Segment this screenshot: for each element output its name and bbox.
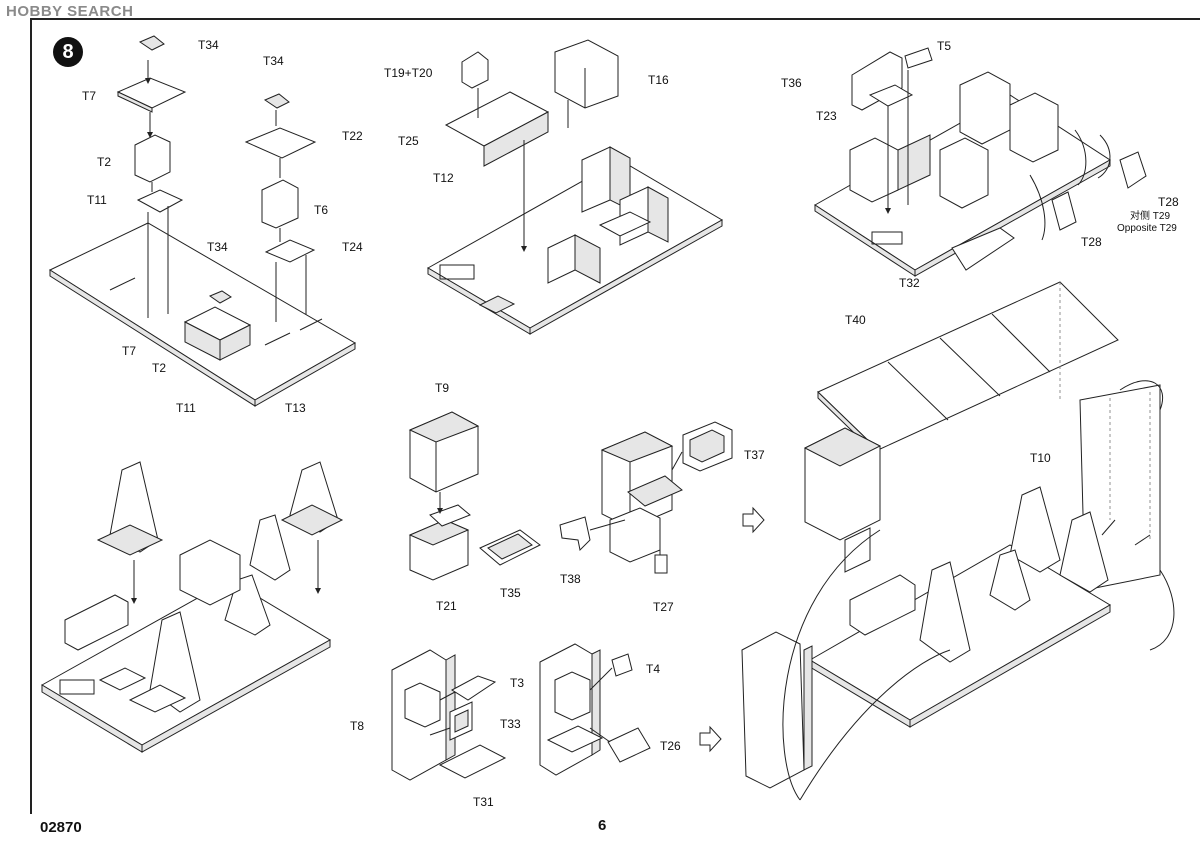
label-t24: T24 <box>342 240 363 254</box>
panel-console-t9-t21 <box>408 411 541 581</box>
label-t6: T6 <box>314 203 329 217</box>
part-t28-a <box>1119 151 1147 189</box>
seat-shell-final-1 <box>919 561 971 663</box>
part-t2-a <box>134 134 171 183</box>
label-t26: T26 <box>660 739 681 753</box>
label-t11-b: T11 <box>176 401 196 415</box>
seat-shell-final-3 <box>1059 511 1109 593</box>
label-t22: T22 <box>342 129 363 143</box>
flow-arrow-icon <box>742 506 765 534</box>
label-t28-b: T28 <box>1081 235 1102 249</box>
panel-completed-interior-left <box>41 461 344 753</box>
part-t28-b <box>1051 191 1077 231</box>
flow-arrow-icon <box>699 725 722 753</box>
label-t29-en: Opposite T29 <box>1117 223 1177 234</box>
page-number: 6 <box>598 817 607 834</box>
watermark-logo: HOBBY SEARCH <box>6 3 134 20</box>
part-t5 <box>904 47 933 69</box>
label-t7-a: T7 <box>82 89 97 103</box>
label-t7-b: T7 <box>122 344 137 358</box>
label-t29-cn: 对侧 T29 <box>1130 211 1171 222</box>
final-side-wall <box>741 631 805 789</box>
label-t2-b: T2 <box>152 361 167 375</box>
panel-floor-console-assembly <box>426 39 724 335</box>
label-t16: T16 <box>648 73 669 87</box>
kit-code: 02870 <box>40 819 82 836</box>
label-t28-a: T28 <box>1158 195 1179 209</box>
part-t24 <box>264 239 316 263</box>
label-t11-a: T11 <box>87 193 107 207</box>
part-t27 <box>654 554 668 574</box>
seat-shell-final-2 <box>1009 486 1061 573</box>
label-t12: T12 <box>433 171 454 185</box>
part-t23 <box>868 84 914 107</box>
part-t16 <box>554 39 619 109</box>
panel-console-t37-t38 <box>559 421 733 574</box>
label-t38: T38 <box>560 572 581 586</box>
part-t6 <box>261 179 299 229</box>
label-t34-b: T34 <box>263 54 284 68</box>
label-t3: T3 <box>510 676 525 690</box>
panel-floor-seat-assembly <box>814 47 1147 277</box>
label-t27: T27 <box>653 600 674 614</box>
label-t34-a: T34 <box>198 38 219 52</box>
panel-floor-base-assembly <box>48 35 357 407</box>
part-t19-t20 <box>461 51 489 89</box>
label-t13: T13 <box>285 401 306 415</box>
part-t11-a <box>136 189 184 213</box>
label-t9: T9 <box>435 381 450 395</box>
panel-final-assembly <box>741 281 1175 801</box>
part-t31 <box>438 744 507 779</box>
part-t4 <box>611 653 633 677</box>
label-t35: T35 <box>500 586 521 600</box>
part-t34-b <box>263 93 290 109</box>
label-t33: T33 <box>500 717 521 731</box>
label-t21: T21 <box>436 599 457 613</box>
part-t3 <box>451 675 497 701</box>
part-t7-a <box>116 77 187 109</box>
part-t36 <box>851 51 903 111</box>
label-t40: T40 <box>845 313 866 327</box>
label-t2-a: T2 <box>97 155 112 169</box>
part-t34-a <box>138 35 165 51</box>
panel-wall-t8 <box>391 649 507 781</box>
seat-shell-3 <box>249 514 291 581</box>
console-panel <box>627 475 683 507</box>
label-t32: T32 <box>899 276 920 290</box>
panel-wall-t4-t26 <box>539 643 651 776</box>
page-border <box>30 18 1200 814</box>
label-t25: T25 <box>398 134 419 148</box>
label-t36: T36 <box>781 76 802 90</box>
label-t10: T10 <box>1030 451 1051 465</box>
label-t4: T4 <box>646 662 661 676</box>
label-t8: T8 <box>350 719 365 733</box>
label-t23: T23 <box>816 109 837 123</box>
part-t38 <box>559 516 591 552</box>
part-t34-c <box>208 290 232 304</box>
part-t40-roof <box>817 281 1119 451</box>
part-t22 <box>244 127 317 159</box>
step-arrows <box>699 506 765 753</box>
part-t26 <box>607 727 651 763</box>
step-number-badge: 8 <box>53 37 83 67</box>
label-t31: T31 <box>473 795 494 809</box>
seat-shell-final-4 <box>989 549 1031 611</box>
label-t37: T37 <box>744 448 765 462</box>
label-t5: T5 <box>937 39 952 53</box>
part-t32 <box>951 227 1015 271</box>
label-t19-t20: T19+T20 <box>384 66 433 80</box>
label-t34-c: T34 <box>207 240 228 254</box>
